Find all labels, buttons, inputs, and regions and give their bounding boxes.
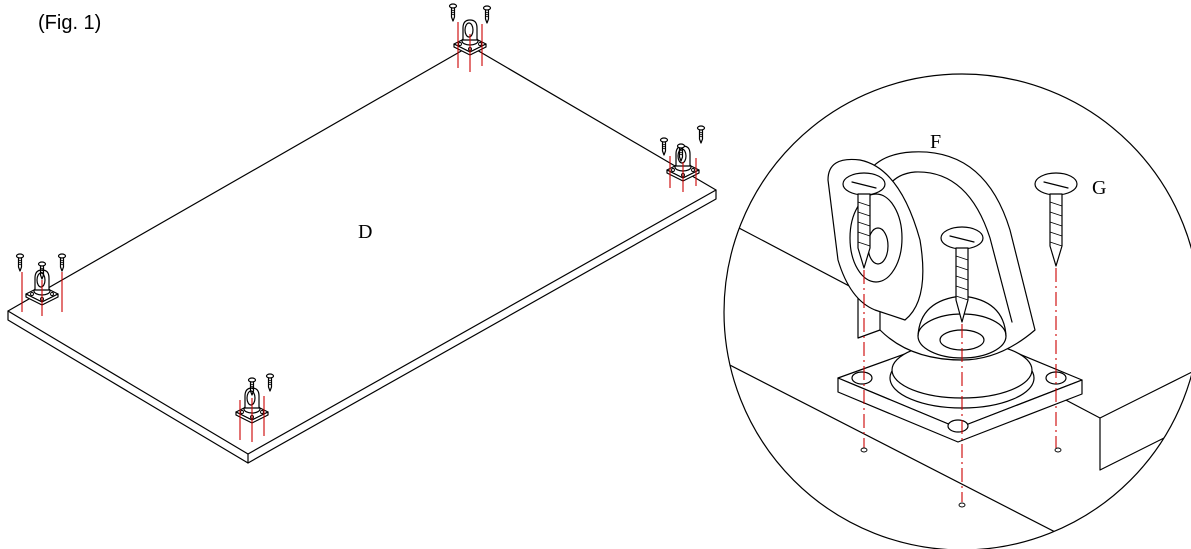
caster-bottom: [235, 373, 275, 442]
detail-screw-middle: [940, 226, 984, 323]
part-label-f: F: [930, 131, 941, 153]
part-label-d: D: [358, 221, 372, 243]
board-top-face: [7, 45, 717, 455]
part-label-g: G: [1092, 177, 1106, 199]
caster-right: [659, 125, 706, 192]
figure-label: (Fig. 1): [38, 12, 102, 34]
detail-screw-right: [1034, 172, 1078, 267]
detail-view: F G: [723, 73, 1191, 549]
board-front-edge: [7, 310, 249, 464]
detail-screw-left: [842, 172, 886, 269]
board-side-edge: [247, 189, 717, 464]
detail-circle: [723, 73, 1191, 549]
caster-left: [15, 253, 67, 316]
board-d: D: [7, 45, 717, 464]
caster-top: [448, 3, 492, 72]
